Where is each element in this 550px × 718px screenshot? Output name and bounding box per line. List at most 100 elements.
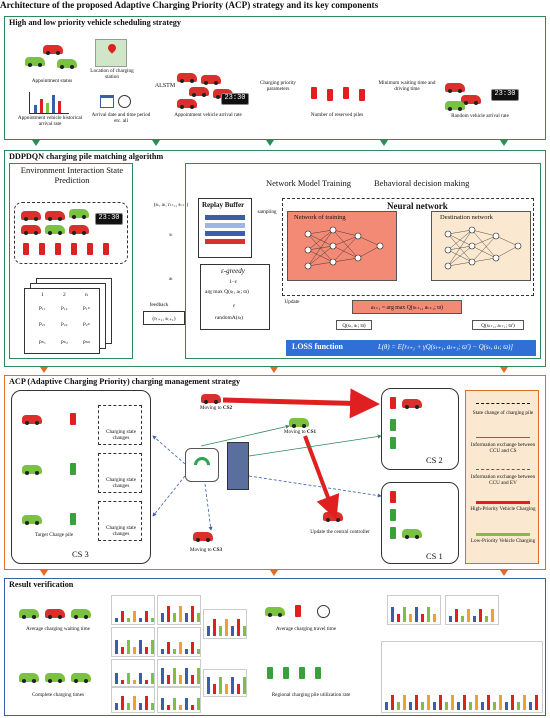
clock-display: 23:30 [491,89,519,101]
stopwatch-icon [317,605,330,618]
result-chart-bar [151,618,154,622]
result-chart [157,627,201,657]
result-chart-bar [403,607,406,622]
result-chart-bar [499,695,502,710]
state-change-box: Charging state changes [98,453,142,493]
management-title: ACP (Adaptive Charging Priority) chargin… [9,377,241,386]
result-chart-bar [511,695,514,710]
location-pin-icon [106,42,118,54]
car-icon [201,75,221,85]
result-chart [203,609,247,639]
sampling-label: sampling [257,209,277,215]
result-chart-bar [145,696,148,710]
result-chart-bar [133,696,136,710]
result-chart-bar [415,695,418,710]
result-chart-bar [487,695,490,710]
result-chart-bar [433,614,436,622]
charging-pile-icon [359,89,365,101]
loss-label: LOSS function [292,342,343,351]
appointment-rate-label: Appointment vehicle arrival rate [174,112,242,118]
result-chart-bar [173,668,176,684]
avg-travel-label: Average charging travel time [275,626,337,632]
result-chart-bar [151,673,154,684]
result-chart-bar [115,703,118,710]
complete-times-label: Complete charging times [31,692,85,698]
flow-arrow-icon [32,140,40,146]
result-chart-bar [197,668,200,684]
clock-display: 23:30 [221,93,249,105]
car-icon [445,101,465,111]
result-chart-bar [225,684,228,694]
result-chart-bar [139,673,142,684]
result-chart-bar [219,626,222,636]
result-chart-bar [415,607,418,622]
training-network: Network of training [287,211,397,281]
result-chart-bar [167,606,170,622]
result-chart-bar [479,609,482,622]
legend-item: State change of charging pile [472,410,534,416]
result-chart-bar [445,702,448,710]
env-state-box: 23:30 [14,202,128,264]
result-chart-bar [493,702,496,710]
result-chart-bar [421,614,424,622]
result-chart-bar [121,647,124,654]
feedback-label: feedback [149,302,169,308]
result-chart-bar [127,673,130,684]
result-chart [157,659,201,687]
utilization-label: Regional charging pile utilization rate [271,692,351,698]
result-chart-bar [491,609,494,622]
moving-cs3-label: Moving to CS3 [189,547,223,553]
result-chart-bar [505,702,508,710]
management-panel: ACP (Adaptive Charging Priority) chargin… [4,375,546,570]
location-label: Location of charging station [90,68,134,80]
car-icon [461,95,481,105]
result-chart-bar [535,695,538,710]
result-chart-bar [133,611,136,622]
result-chart [445,595,499,625]
flow-arrow-icon [40,570,48,576]
result-chart-bar [185,649,188,654]
result-chart-bar [185,698,188,710]
result-chart-bar [397,702,400,710]
result-chart-bar [173,613,176,622]
result-chart-bar [139,640,142,654]
result-chart-bar [139,618,142,622]
result-chart-bar [449,616,452,622]
result-chart-bar [115,673,118,684]
result-chart-bar [523,695,526,710]
result-chart-bar [391,695,394,710]
replay-buffer-title: Replay Buffer [202,201,245,209]
result-chart [111,659,155,687]
q-target-label: Q(sₜ₊₁, aₜ₊₁; ϖ′) [472,320,524,330]
charging-pile-icon [327,89,333,101]
result-chart-bar [161,613,164,622]
scheduling-panel: High and low priority vehicle scheduling… [4,16,546,140]
page-title: Architecture of the proposed Adaptive Ch… [0,0,379,10]
flow-arrow-icon [500,140,508,146]
flow-arrow-icon [40,367,48,373]
behavioral-label: Behavioral decision making [374,178,470,188]
result-chart-bar [145,611,148,622]
neural-network-title: Neural network [387,201,448,211]
result-chart-bar [433,702,436,710]
car-icon [25,57,45,67]
result-chart-bar [179,642,182,654]
network-training-label: Network Model Training [266,178,351,188]
result-chart-bar [427,607,430,622]
neural-network-box: Neural network Network of training [282,198,534,296]
historical-label: Appointment vehicle historical arrival r… [17,115,83,127]
result-chart-bar [185,613,188,622]
result-chart [111,627,155,657]
random-rate-label: Random vehicle arrival rate [451,113,509,119]
loss-bar: LOSS function L(θ) = E[rₜ₊₁ + γQ(sₜ₊₁, a… [286,340,536,356]
flow-arrow-icon [500,570,508,576]
car-icon [201,394,221,404]
result-chart-bar [191,606,194,622]
result-chart-bar [179,705,182,710]
result-chart-bar [455,609,458,622]
result-chart-bar [133,680,136,684]
result-chart-bar [213,684,216,694]
result-chart-bar [207,626,210,636]
result-chart [381,641,543,713]
result-chart-bar [385,702,388,710]
